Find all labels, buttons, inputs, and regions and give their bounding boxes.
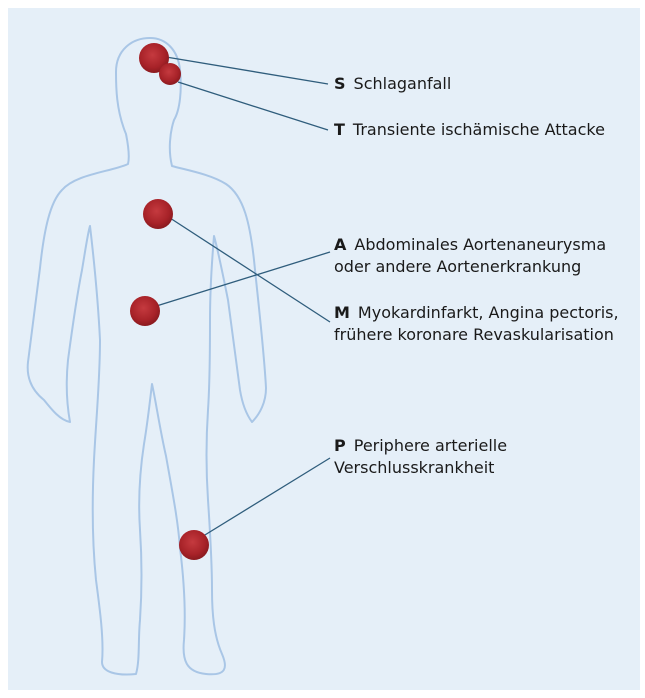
marker-m [143,199,173,229]
label-s: S Schlaganfall [334,73,451,95]
human-body-outline [28,38,266,675]
label-p: P Periphere arterielle Verschlusskrankhei… [334,435,507,479]
leader-line-p [200,458,330,538]
leader-line-a [150,252,330,308]
label-m-line2: frühere koronare Revaskularisation [334,324,619,346]
label-m-key: M [334,302,350,324]
label-s-key: S [334,73,346,95]
label-p-line1: Periphere arterielle [354,436,507,455]
label-a-line2: oder andere Aortenerkrankung [334,256,606,278]
label-p-key: P [334,435,346,457]
label-m: M Myokardinfarkt, Angina pectoris, früher… [334,302,619,346]
label-t-text: Transiente ischämische Attacke [353,120,605,139]
label-a-line1: Abdominales Aortenaneurysma [354,235,606,254]
label-m-line1: Myokardinfarkt, Angina pectoris, [358,303,619,322]
label-a-key: A [334,234,346,256]
label-a: A Abdominales Aortenaneurysma oder andere… [334,234,606,278]
leader-line-s [160,56,328,84]
marker-p [179,530,209,560]
marker-t [159,63,181,85]
label-s-text: Schlaganfall [354,74,452,93]
label-t: T Transiente ischämische Attacke [334,119,605,141]
leader-line-t [178,82,328,130]
marker-a [130,296,160,326]
label-t-key: T [334,119,345,141]
label-p-line2: Verschlusskrankheit [334,457,507,479]
